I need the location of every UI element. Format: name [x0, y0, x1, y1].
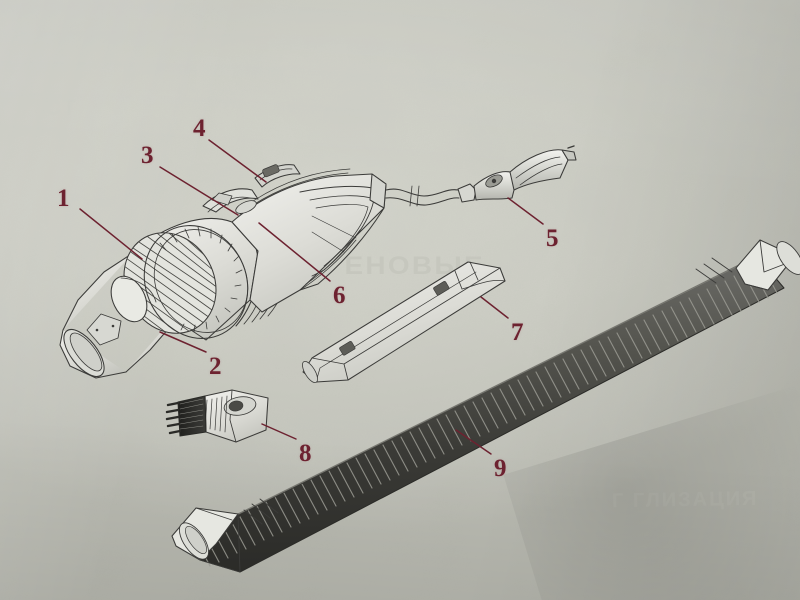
callout-leader-7 [480, 296, 509, 319]
callout-number-1: 1 [57, 185, 70, 212]
car-plug-12v [457, 145, 577, 203]
callout-leader-9 [455, 429, 492, 455]
callout-number-9: 9 [494, 455, 507, 482]
power-cord [385, 185, 460, 207]
callout-leader-4 [208, 139, 267, 183]
callout-leader-2 [159, 331, 207, 353]
callout-leader-lines [79, 139, 544, 455]
callout-number-8: 8 [299, 440, 312, 467]
callout-leader-5 [507, 197, 544, 225]
callout-number-6: 6 [333, 282, 346, 309]
callout-leader-6 [258, 222, 331, 282]
vacuum-body [59, 164, 387, 379]
callout-number-4: 4 [193, 115, 206, 142]
callout-number-5: 5 [546, 225, 559, 252]
callout-number-3: 3 [141, 142, 154, 169]
callout-leader-3 [159, 166, 239, 216]
callout-number-7: 7 [511, 319, 524, 346]
crevice-nozzle-part [302, 261, 506, 384]
callout-leader-8 [261, 423, 297, 440]
bleed-through-text-3: СТ [45, 95, 78, 121]
callout-number-2: 2 [209, 353, 222, 380]
brush-attachment-part [165, 389, 269, 443]
power-switch [254, 164, 301, 188]
callout-leader-1 [79, 208, 143, 260]
hose-connector-lower [171, 498, 279, 573]
container-release-latch [202, 188, 259, 214]
flexible-hose-part [171, 239, 800, 573]
hose-connector-upper [695, 239, 800, 291]
